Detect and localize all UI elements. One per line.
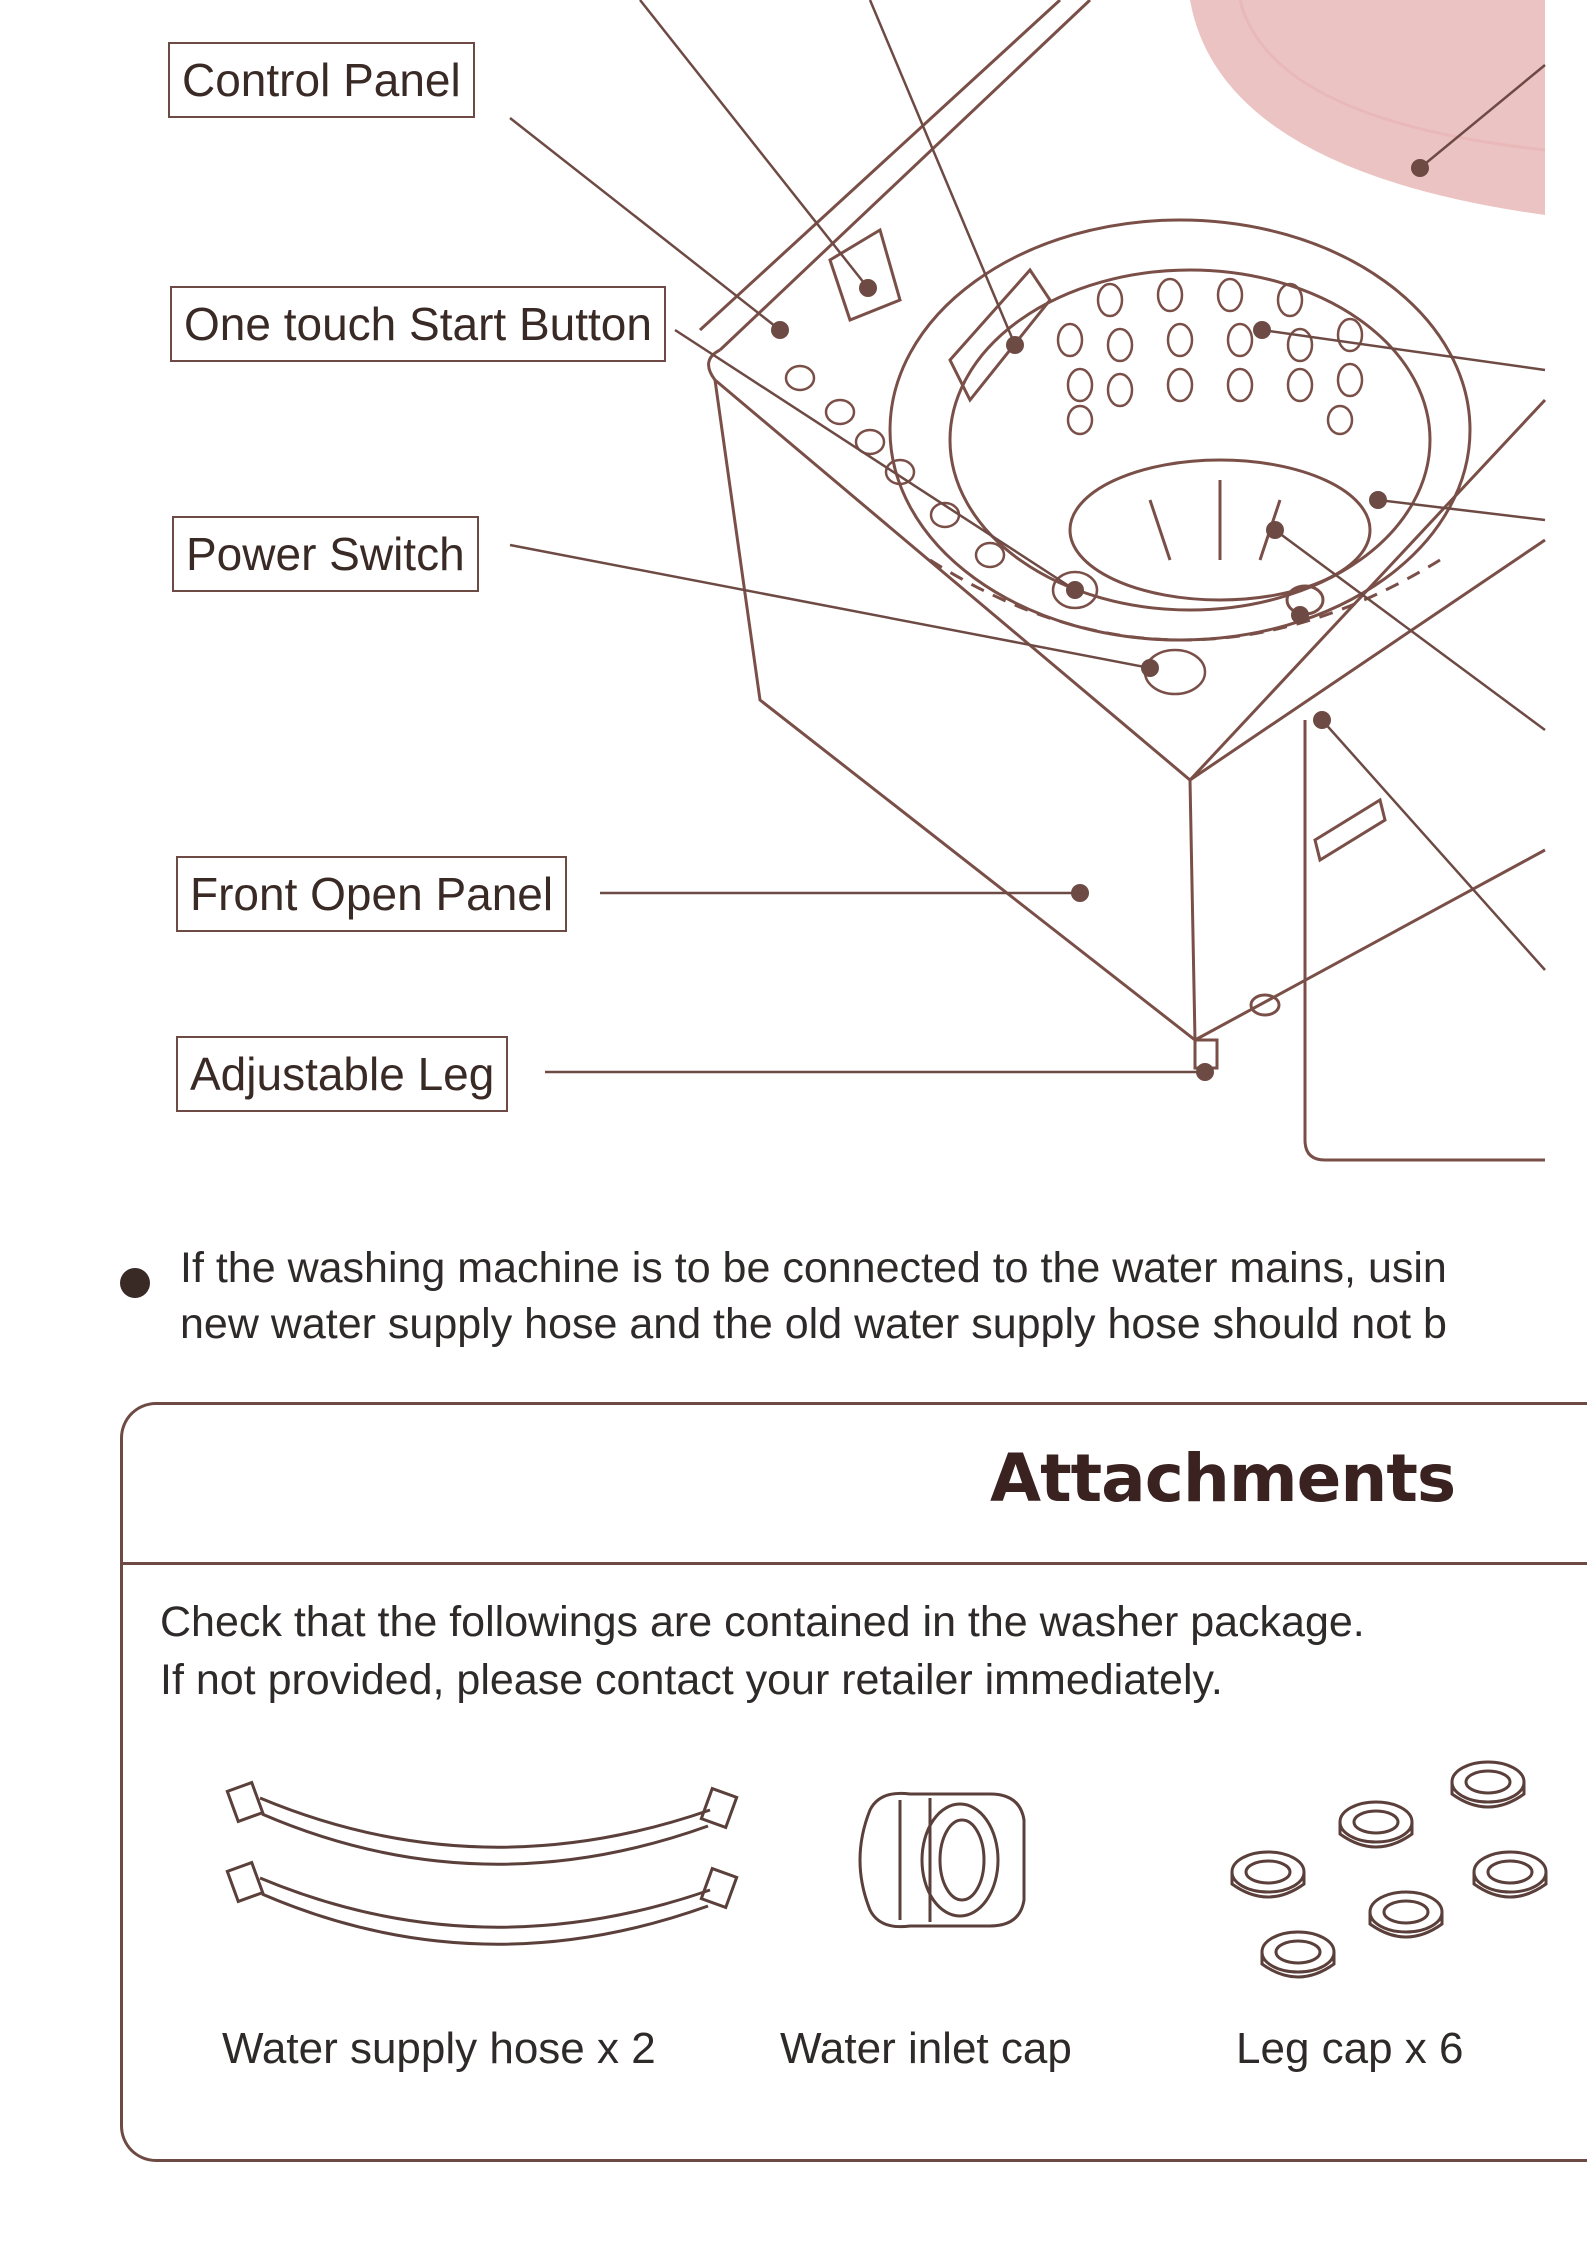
note-line-2: new water supply hose and the old water … — [180, 1300, 1447, 1348]
caption-water-inlet-cap: Water inlet cap — [780, 2024, 1072, 2073]
washing-machine-diagram — [509, 0, 1547, 1162]
label-adjustable-leg: Adjustable Leg — [176, 1036, 509, 1112]
note-line-1: If the washing machine is to be connecte… — [180, 1244, 1447, 1292]
water-mains-note: If the washing machine is to be connecte… — [180, 1240, 1560, 1352]
caption-leg-cap: Leg cap x 6 — [1236, 2024, 1464, 2073]
leg-cap-icon — [1230, 1760, 1548, 1979]
attachments-title: Attachments — [990, 1440, 1456, 1517]
label-front-open-panel: Front Open Panel — [176, 856, 568, 932]
attachments-divider — [120, 1562, 1587, 1565]
attachments-intro-line-1: Check that the followings are contained … — [160, 1598, 1365, 1646]
label-control-panel: Control Panel — [168, 42, 475, 118]
label-power-switch: Power Switch — [172, 516, 479, 592]
caption-water-supply-hose: Water supply hose x 2 — [222, 2024, 656, 2073]
attachments-panel — [120, 1402, 1587, 2162]
water-inlet-cap-icon — [858, 1791, 1026, 1929]
water-supply-hose-icon — [225, 1780, 739, 1946]
bullet-icon — [120, 1268, 150, 1298]
attachments-intro-line-2: If not provided, please contact your ret… — [160, 1656, 1223, 1704]
label-one-touch-start-button: One touch Start Button — [170, 286, 666, 362]
